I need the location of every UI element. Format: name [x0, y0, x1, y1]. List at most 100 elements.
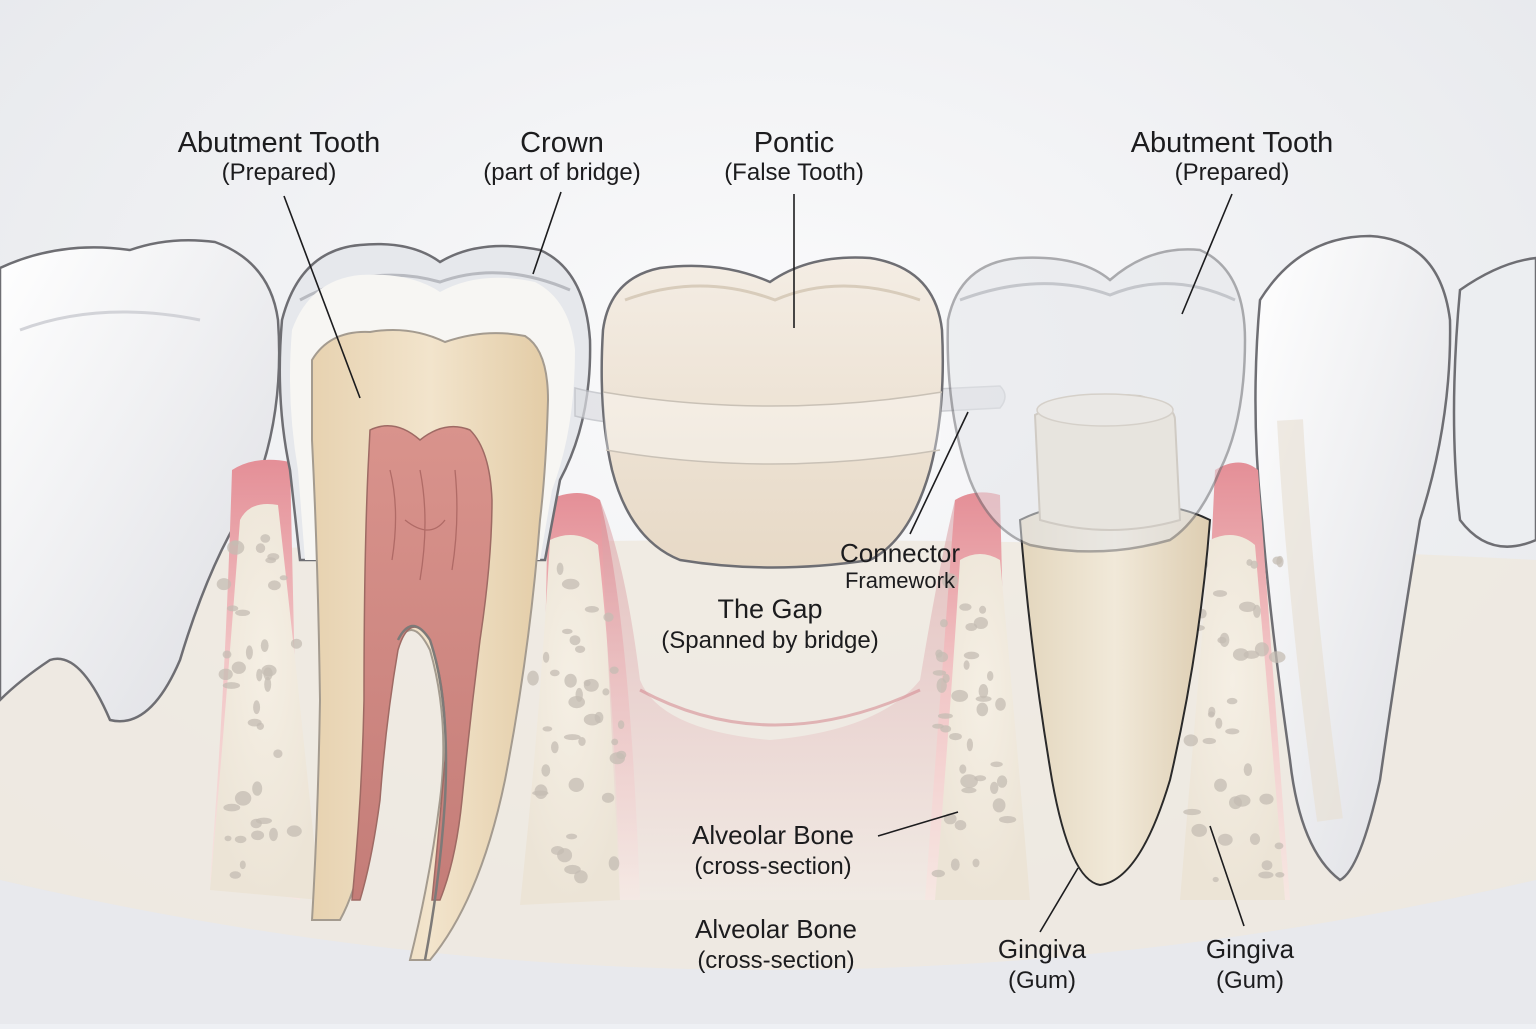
bone-pore — [997, 775, 1008, 788]
bone-pore — [268, 580, 281, 591]
bone-pore — [603, 612, 614, 622]
bone-pore — [951, 689, 969, 702]
bone-pore — [1243, 763, 1253, 776]
bone-pore — [260, 639, 269, 652]
right-incisor — [1254, 234, 1536, 882]
bone-pore — [999, 816, 1017, 824]
bone-pore — [247, 718, 262, 727]
label-gingiva-1-title: Gingiva — [998, 934, 1087, 964]
bone-pore — [222, 682, 241, 689]
bone-pore — [568, 696, 585, 709]
bone-pore — [1183, 734, 1199, 747]
bone-pore — [231, 661, 246, 674]
bone-pore — [990, 761, 1003, 768]
bone-pore — [1254, 642, 1269, 657]
bone-pore — [959, 603, 972, 611]
bone-pore — [616, 750, 627, 760]
bone-pore — [940, 725, 952, 733]
bone-pore — [564, 673, 577, 688]
bone-pore — [995, 697, 1006, 711]
bone-pore — [617, 720, 625, 729]
bone-pore — [273, 749, 283, 758]
bone-pore — [255, 817, 272, 824]
bone-pore — [231, 540, 239, 546]
bone-pore — [569, 635, 581, 646]
bone-pore — [972, 858, 980, 868]
bone-pore — [1217, 636, 1227, 644]
left-abutment-tooth — [278, 242, 592, 961]
gap-gingiva — [600, 500, 955, 900]
label-gingiva-1-subtitle: (Gum) — [1008, 967, 1076, 994]
bone-pore — [286, 825, 302, 837]
bone-pore — [609, 666, 619, 674]
bone-pore — [223, 803, 241, 812]
bone-pore — [542, 726, 553, 732]
bone-pore — [1274, 842, 1284, 850]
bone-pore — [987, 671, 994, 681]
bone-pore — [229, 871, 241, 879]
bone-pore — [992, 798, 1006, 813]
bone-pore — [584, 606, 600, 613]
bone-pore — [557, 848, 573, 863]
bone-pore — [1226, 697, 1238, 705]
label-abutment-left-subtitle: (Prepared) — [222, 159, 337, 186]
bone-pore — [252, 781, 263, 796]
bone-pore — [1191, 823, 1207, 837]
bone-pore — [975, 695, 992, 702]
bone-pore — [942, 573, 958, 589]
label-alveolar-bone-1-title: Alveolar Bone — [692, 820, 854, 850]
bone-pore — [1207, 711, 1215, 718]
bone-pore — [963, 651, 980, 660]
bone-pore — [566, 833, 578, 840]
leader-abutment-right — [1181, 193, 1233, 315]
bone-pore — [1212, 876, 1219, 883]
bone-pore — [227, 540, 245, 555]
label-abutment-left-title: Abutment Tooth — [178, 127, 381, 159]
label-gap-title: The Gap — [717, 594, 822, 624]
bone-pore — [936, 651, 949, 663]
bone-pore — [1233, 794, 1251, 807]
bone-pore — [1202, 737, 1217, 745]
bone-pore — [608, 856, 620, 871]
bone-pore — [611, 738, 619, 746]
bone-pore — [979, 605, 987, 614]
bone-pore — [260, 534, 271, 543]
bone-pore — [960, 774, 978, 789]
bone-pore — [261, 664, 277, 677]
bone-pore — [940, 619, 948, 628]
bone-pore — [990, 781, 999, 795]
bone-pore — [562, 628, 573, 635]
leader-crown — [532, 191, 562, 275]
bone-pore — [218, 668, 233, 680]
right-abutment-tooth — [946, 248, 1247, 887]
leader-alveolar-bone — [877, 811, 959, 837]
bone-pore — [1275, 872, 1285, 878]
bone-pore — [1214, 778, 1227, 792]
label-pontic-title: Pontic — [754, 127, 835, 159]
bone-pore — [551, 741, 559, 754]
leader-gingiva-2 — [1209, 825, 1245, 927]
pontic-false-tooth — [600, 256, 945, 569]
bone-pore — [942, 673, 950, 684]
bone-pore — [534, 784, 548, 799]
bone-pore — [1259, 793, 1274, 805]
bone-pore — [959, 764, 967, 774]
bone-pore — [973, 617, 989, 629]
bone-pore — [245, 645, 253, 660]
right-alveolar-bone — [935, 535, 1285, 900]
bone-pore — [1232, 648, 1249, 661]
bone-pore — [568, 777, 584, 793]
bone-pore — [216, 578, 232, 591]
bone-pore — [950, 858, 960, 871]
bone-pore — [541, 764, 551, 777]
bone-pore — [224, 835, 232, 842]
bone-pore — [1239, 601, 1256, 612]
bone-pore — [594, 711, 604, 724]
bone-pore — [255, 543, 266, 554]
bone-pore — [602, 688, 610, 696]
bone-pore — [978, 684, 989, 699]
bone-pore — [932, 670, 947, 676]
bone-pore — [226, 605, 239, 612]
